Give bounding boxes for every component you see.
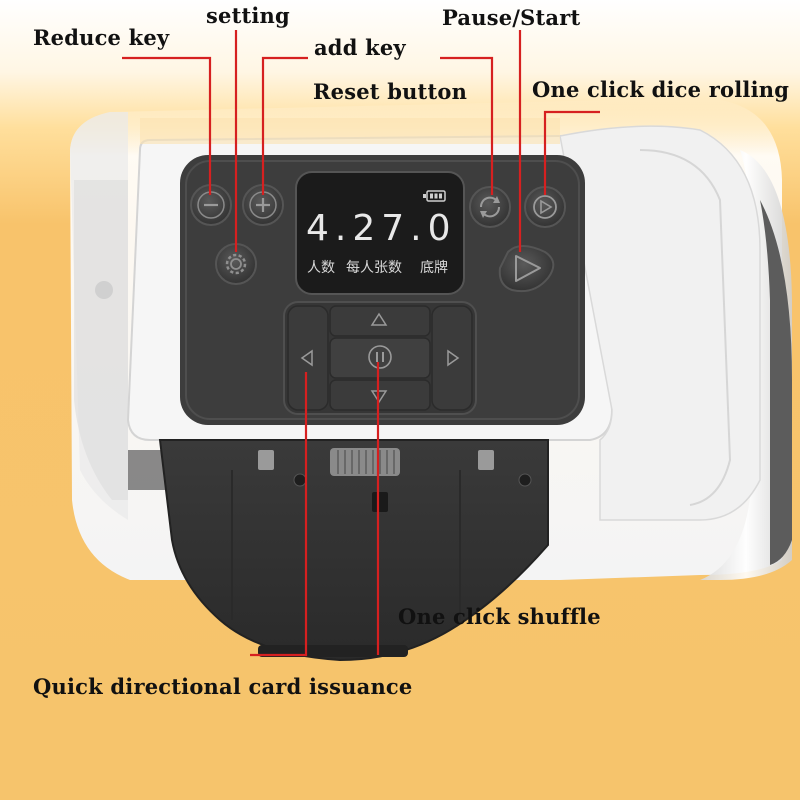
dice-rolling-button[interactable] — [524, 186, 566, 228]
play-circle-icon — [533, 195, 557, 219]
display-screen — [295, 171, 465, 295]
label-pause-start: Pause/Start — [442, 5, 581, 30]
triangle-left-icon[interactable] — [300, 349, 313, 367]
triangle-right-icon[interactable] — [447, 349, 460, 367]
reduce-button[interactable] — [190, 184, 232, 226]
shuffle-roller — [330, 448, 400, 476]
label-card-issuance: Quick directional card issuance — [33, 674, 413, 699]
display-label-bottom: 底牌 — [420, 260, 448, 276]
display-label-players: 人数 — [307, 260, 335, 276]
pause-icon — [368, 345, 392, 369]
display-label-cards-each: 每人张数 — [346, 260, 402, 276]
refresh-icon — [479, 196, 501, 218]
add-button[interactable] — [242, 184, 284, 226]
direction-pad — [283, 301, 477, 415]
card-tray — [158, 439, 549, 662]
gear-icon — [225, 253, 247, 275]
reset-button[interactable] — [469, 186, 511, 228]
label-setting: setting — [206, 3, 290, 28]
display-readout: 4.27.0 — [306, 208, 457, 249]
play-triangle-icon — [515, 255, 541, 282]
label-dice-rolling: One click dice rolling — [532, 77, 790, 102]
callout-lines — [122, 30, 600, 657]
label-reduce-key: Reduce key — [33, 25, 170, 50]
label-add-key: add key — [314, 35, 406, 60]
label-shuffle: One click shuffle — [398, 604, 601, 629]
shuffle-button[interactable] — [368, 345, 392, 369]
battery-icon — [423, 190, 446, 202]
label-reset-button: Reset button — [313, 79, 468, 104]
triangle-up-icon[interactable] — [370, 312, 388, 326]
pause-start-button[interactable] — [498, 245, 555, 293]
